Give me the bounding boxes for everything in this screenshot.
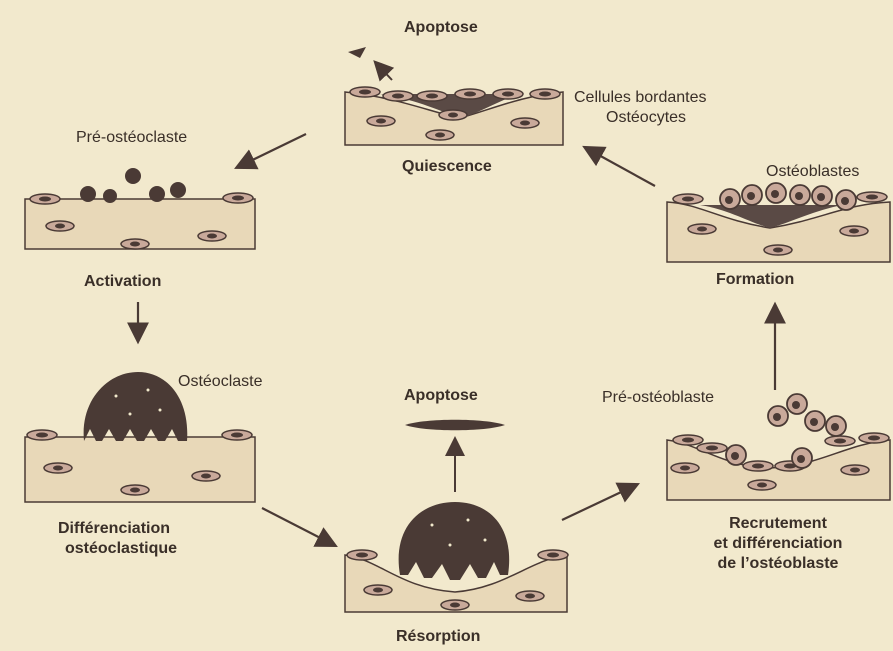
osteoblast-cell	[792, 448, 812, 468]
lining-cell	[493, 89, 523, 99]
lining-cell	[743, 461, 773, 471]
osteocyte-cell	[511, 118, 539, 128]
osteoblast-cell	[742, 185, 762, 205]
lining-cell	[697, 443, 727, 453]
osteocyte-cell	[192, 471, 220, 481]
osteoblast-cell	[768, 406, 788, 426]
osteoblast-cell	[805, 411, 825, 431]
osteoblast-cell	[726, 445, 746, 465]
resorption-label: Résorption	[396, 627, 480, 647]
lining-cell	[825, 436, 855, 446]
osteocyte-cell	[198, 231, 226, 241]
pre-osteoclaste-label: Pré-ostéoclaste	[76, 128, 187, 148]
osteoclast-cell-icon	[399, 502, 510, 580]
lining-cell	[417, 91, 447, 101]
pre-osteoclast-cell	[103, 189, 117, 203]
osteoblast-cell	[812, 186, 832, 206]
differenciation-label-line1: Différenciation	[58, 519, 170, 539]
lining-cell	[222, 430, 252, 440]
lining-cell	[859, 433, 889, 443]
quiescence-panel	[345, 47, 563, 145]
recrutement-label-line1: Recrutement	[678, 514, 878, 534]
osteocyte-cell	[44, 463, 72, 473]
arrow-icon	[238, 134, 306, 167]
apoptotic-osteoclast-icon	[405, 420, 505, 431]
arrow-icon	[586, 148, 655, 186]
lining-cell	[530, 89, 560, 99]
osteoclaste-label: Ostéoclaste	[178, 372, 262, 392]
pre-osteoblaste-label: Pré-ostéoblaste	[602, 388, 714, 408]
osteocyte-cell	[121, 239, 149, 249]
osteocyte-cell	[671, 463, 699, 473]
lining-cell	[30, 194, 60, 204]
osteocyte-cell	[439, 110, 467, 120]
activation-label: Activation	[84, 272, 161, 292]
osteoblast-cell	[720, 189, 740, 209]
osteocyte-cell	[121, 485, 149, 495]
apoptotic-cell-icon	[348, 47, 366, 58]
cellules-bordantes-label: Cellules bordantes	[574, 88, 707, 108]
apoptose-top-label: Apoptose	[404, 18, 478, 38]
pre-osteoclast-cell	[80, 186, 96, 202]
lining-cell	[673, 435, 703, 445]
quiescence-label: Quiescence	[402, 157, 492, 177]
osteoblast-cell	[790, 185, 810, 205]
activation-panel	[25, 168, 255, 249]
osteoblast-cell	[836, 190, 856, 210]
recruitment-panel	[667, 394, 890, 500]
osteoblastes-label: Ostéoblastes	[766, 162, 859, 182]
lining-cell	[455, 89, 485, 99]
lining-cell	[857, 192, 887, 202]
lining-cell	[27, 430, 57, 440]
osteocyte-cell	[46, 221, 74, 231]
lining-cell	[223, 193, 253, 203]
osteoblast-cell	[826, 416, 846, 436]
pre-osteoclast-cell	[170, 182, 186, 198]
recrutement-label-line3: de l’ostéoblaste	[678, 554, 878, 574]
osteocyte-cell	[688, 224, 716, 234]
resorption-panel	[345, 420, 568, 612]
osteocytes-label: Ostéocytes	[606, 108, 686, 128]
pre-osteoclast-cell	[149, 186, 165, 202]
osteocyte-cell	[748, 480, 776, 490]
arrow-icon	[562, 485, 636, 520]
osteocyte-cell	[367, 116, 395, 126]
osteocyte-cell	[841, 465, 869, 475]
lining-cell	[538, 550, 568, 560]
arrow-icon	[262, 508, 334, 545]
formation-panel	[667, 183, 890, 262]
recrutement-label-line2: et différenciation	[678, 534, 878, 554]
lining-cell	[350, 87, 380, 97]
osteocyte-cell	[516, 591, 544, 601]
osteoclast-cell-icon	[84, 372, 188, 441]
lining-cell	[673, 194, 703, 204]
osteocyte-cell	[441, 600, 469, 610]
osteocyte-cell	[840, 226, 868, 236]
pre-osteoclast-cell	[125, 168, 141, 184]
apoptose-mid-label: Apoptose	[404, 386, 478, 406]
osteocyte-cell	[764, 245, 792, 255]
lining-cell	[383, 91, 413, 101]
osteoblast-cell	[787, 394, 807, 414]
osteocyte-cell	[364, 585, 392, 595]
osteocyte-cell	[426, 130, 454, 140]
differenciation-label-line2: ostéoclastique	[65, 539, 177, 559]
arrow-icon	[376, 63, 392, 80]
osteoblast-cell	[766, 183, 786, 203]
formation-label: Formation	[716, 270, 794, 290]
lining-cell	[347, 550, 377, 560]
